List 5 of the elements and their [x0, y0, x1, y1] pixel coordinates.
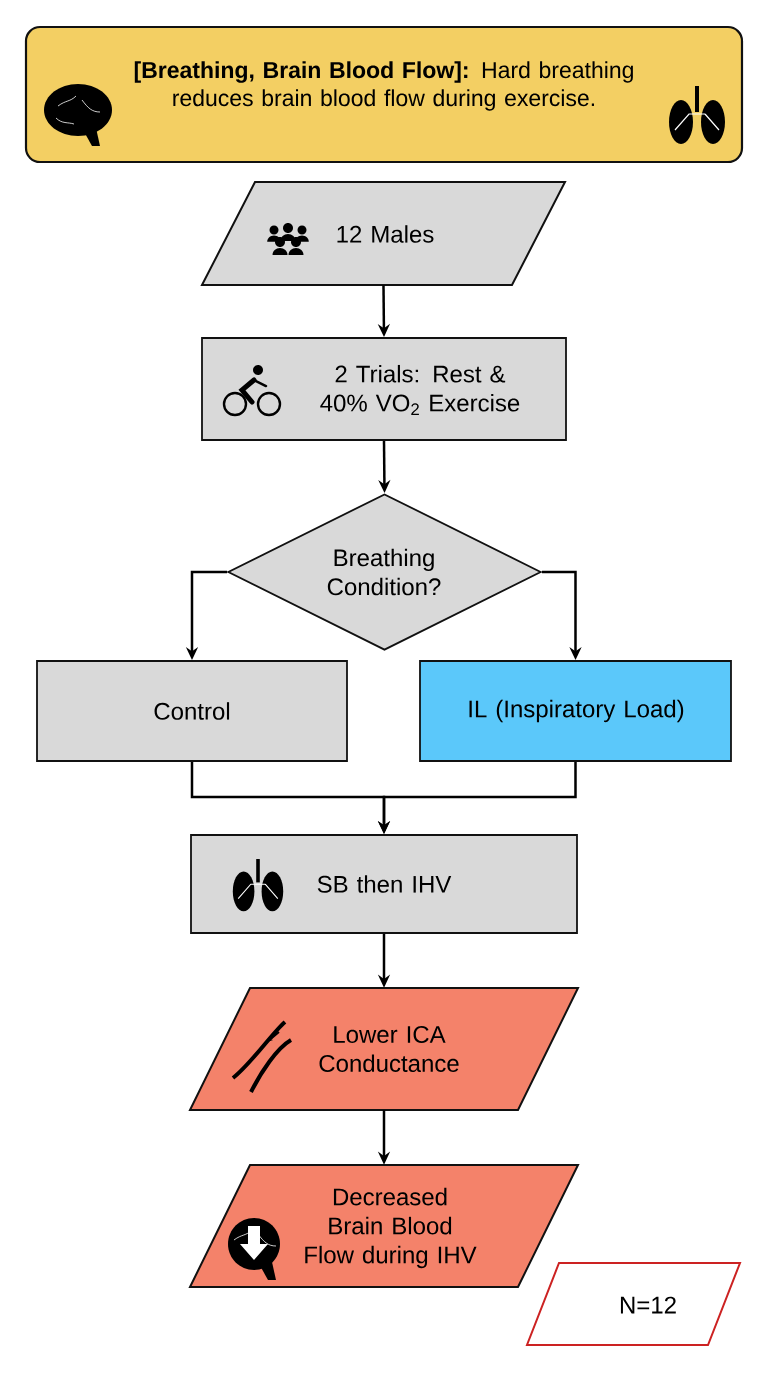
process-box: SB then IHV — [190, 834, 578, 934]
process-box: IL (Inspiratory Load) — [419, 660, 732, 762]
title-banner: [Breathing, Brain Blood Flow]: Hard breathing reduces brain blood flow during exercise. — [24, 25, 744, 164]
process-box: Control — [36, 660, 348, 762]
process-box: 2 Trials: Rest & 40% VO$_{2}$ Exercise — [201, 337, 567, 441]
